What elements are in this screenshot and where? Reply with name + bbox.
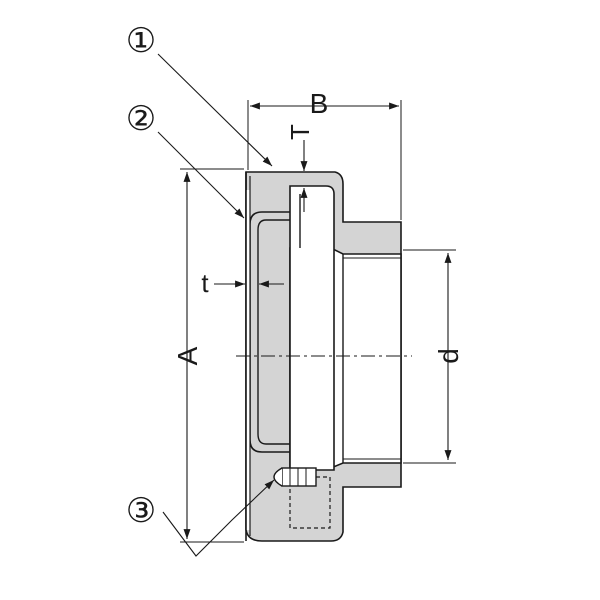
screw-body <box>281 467 317 487</box>
leader-1 <box>157 53 273 167</box>
callout-3: ③ <box>126 479 275 557</box>
dimension-B: B <box>247 88 402 220</box>
callout-1: ① <box>126 22 273 167</box>
gasket-face <box>246 190 250 530</box>
dimension-d: d <box>403 249 464 464</box>
gasket-inner <box>257 219 290 445</box>
dim-label-t: t <box>201 268 209 298</box>
dim-label-B: B <box>310 88 329 119</box>
leader-3 <box>162 479 275 557</box>
dim-label-d: d <box>433 348 464 364</box>
callout-2-label: ② <box>126 100 156 138</box>
dimension-T: T <box>285 124 318 212</box>
screw-head <box>273 467 283 487</box>
cover-outline <box>289 185 335 471</box>
set-screw <box>273 467 331 529</box>
inner-cover <box>289 185 335 471</box>
callout-1-label: ① <box>126 22 156 60</box>
dim-label-T: T <box>285 124 315 140</box>
leader-2 <box>157 131 245 219</box>
dimension-A: A <box>172 168 244 543</box>
dim-label-A: A <box>172 346 203 365</box>
callout-3-label: ③ <box>126 492 156 530</box>
screw-hole-hidden <box>289 476 331 529</box>
dimension-t: t <box>201 268 284 298</box>
callout-2: ② <box>126 100 245 219</box>
